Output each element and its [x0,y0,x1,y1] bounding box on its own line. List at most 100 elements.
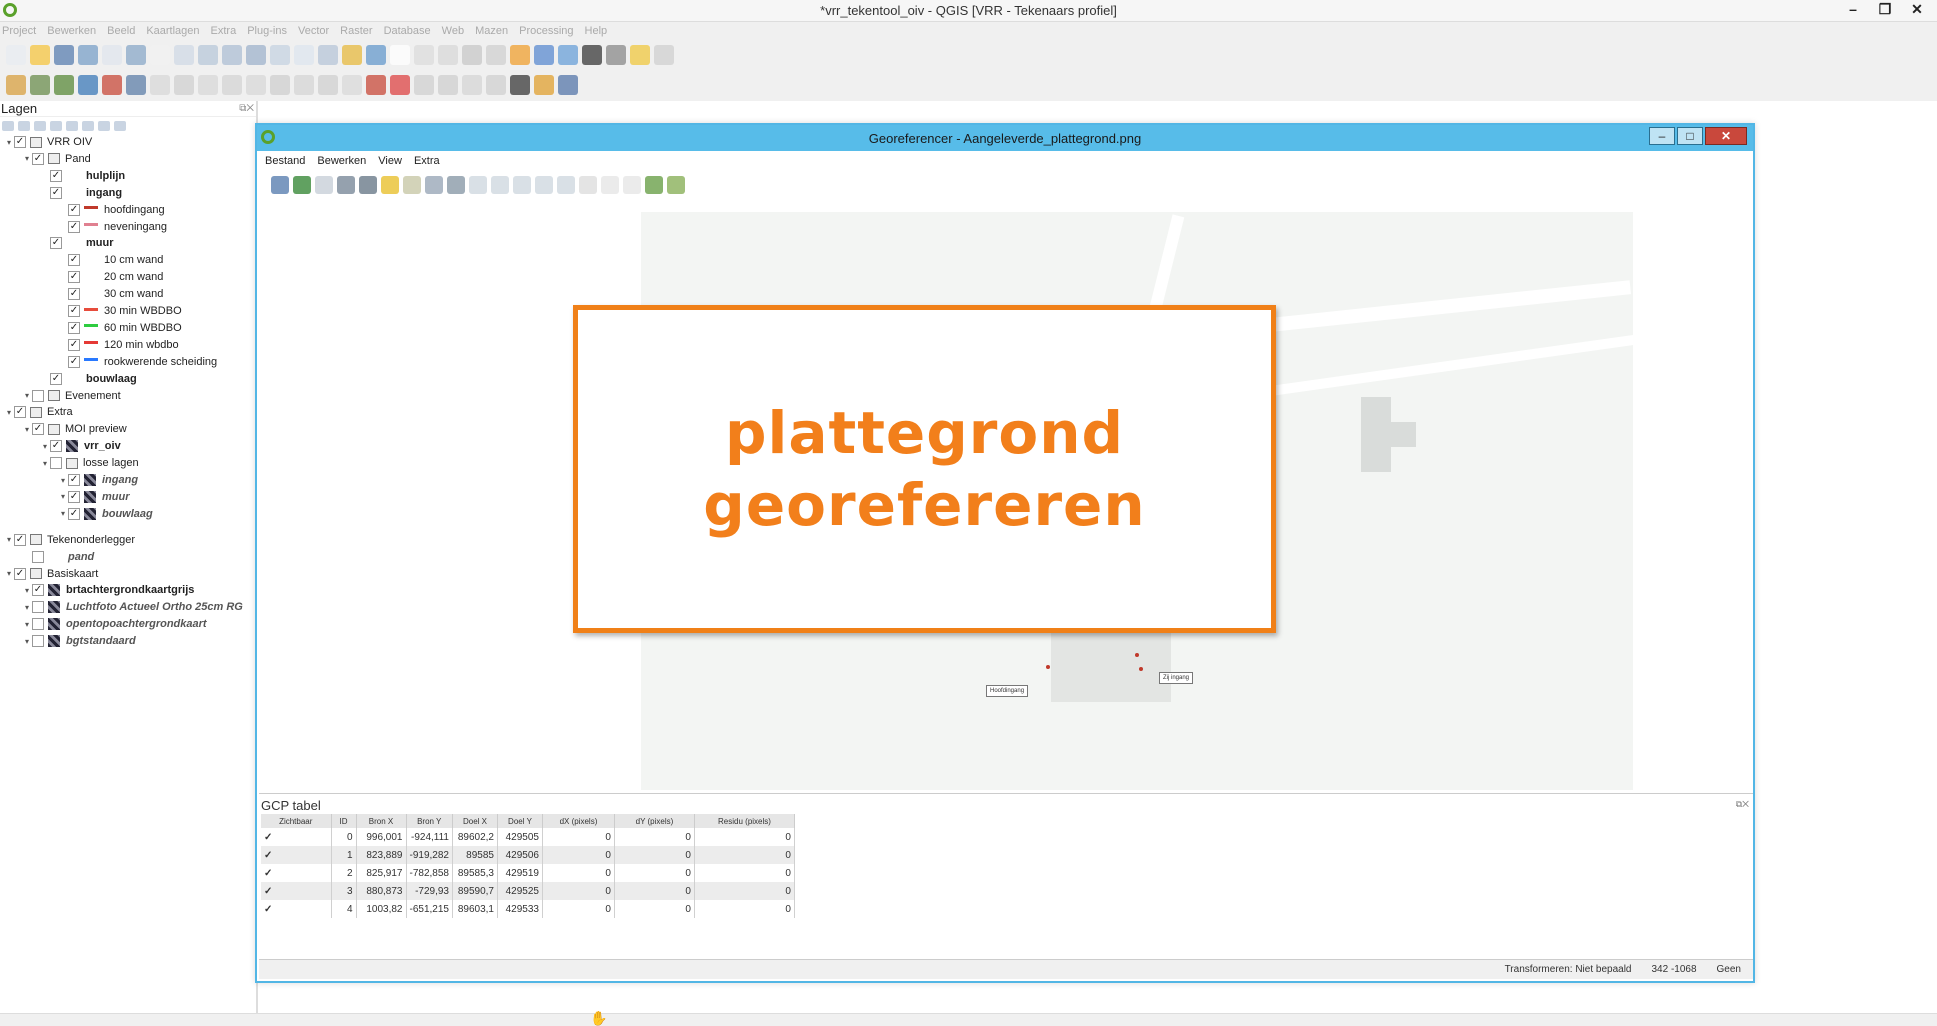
georef-tool-icon[interactable] [601,176,619,194]
layer-tree-item[interactable]: ✓hoofdingang [58,202,165,218]
layer-tree-item[interactable]: ▾bgtstandaard [22,633,136,649]
toolbar-tool-icon[interactable] [270,75,290,95]
menu-item[interactable]: Mazen [475,25,509,37]
layer-visibility-checkbox[interactable]: ✓ [68,507,80,520]
layer-tree-item[interactable]: ✓60 min WBDBO [58,320,182,336]
toolbar-tool-icon[interactable] [6,75,26,95]
georef-tool-icon[interactable] [623,176,641,194]
toolbar-tool-icon[interactable] [510,45,530,65]
layer-tree-item[interactable]: ✓20 cm wand [58,269,163,285]
layer-visibility-checkbox[interactable]: ✓ [14,567,26,580]
gcp-visible-checkbox[interactable]: ✓ [261,864,332,882]
toolbar-tool-icon[interactable] [558,45,578,65]
layer-visibility-checkbox[interactable]: ✓ [68,338,80,351]
layer-visibility-checkbox[interactable] [32,550,44,563]
georef-menu-item[interactable]: Bestand [265,155,306,167]
menu-item[interactable]: Bewerken [47,25,97,37]
toolbar-tool-icon[interactable] [414,45,434,65]
toolbar-tool-icon[interactable] [78,75,98,95]
expand-chevron-icon[interactable]: ▾ [42,458,47,468]
gcp-column-header[interactable]: Bron X [356,814,407,828]
layer-tree-item[interactable]: pand [22,549,94,565]
layer-tree-item[interactable]: ▾✓VRR OIV [4,134,92,150]
toolbar-tool-icon[interactable] [486,75,506,95]
layer-visibility-checkbox[interactable]: ✓ [50,372,62,385]
menu-item[interactable]: Kaartlagen [146,25,200,37]
toolbar-tool-icon[interactable] [126,75,146,95]
layer-visibility-checkbox[interactable]: ✓ [14,136,26,148]
toolbar-tool-icon[interactable] [174,75,194,95]
menu-item[interactable]: Project [2,25,37,37]
expand-chevron-icon[interactable]: ▾ [24,585,29,595]
georef-tool-icon[interactable] [645,176,663,194]
menu-item[interactable]: Beeld [107,25,136,37]
toolbar-tool-icon[interactable] [102,45,122,65]
toolbar-tool-icon[interactable] [6,45,26,65]
toolbar-tool-icon[interactable] [198,45,218,65]
gcp-point[interactable] [1135,653,1139,657]
georef-tool-icon[interactable] [667,176,685,194]
collapse-all-icon[interactable] [98,120,110,131]
manage-theme-icon[interactable] [34,120,46,131]
toolbar-tool-icon[interactable] [438,75,458,95]
toolbar-tool-icon[interactable] [294,75,314,95]
layer-visibility-checkbox[interactable]: ✓ [32,423,44,436]
georef-close-button[interactable]: ✕ [1705,127,1747,145]
georef-tool-icon[interactable] [513,176,531,194]
layer-tree-item[interactable]: ▾Evenement [22,388,121,404]
menu-item[interactable]: Web [441,25,465,37]
toolbar-tool-icon[interactable] [630,45,650,65]
layer-visibility-checkbox[interactable] [32,635,44,648]
toolbar-tool-icon[interactable] [54,45,74,65]
layer-tree-item[interactable]: ▾✓brtachtergrondkaartgrijs [22,582,194,598]
layer-tree-item[interactable]: ▾losse lagen [40,455,139,471]
layer-visibility-checkbox[interactable]: ✓ [14,533,26,546]
georef-maximize-button[interactable]: □ [1677,127,1703,145]
georef-tool-icon[interactable] [381,176,399,194]
georef-minimize-button[interactable]: – [1649,127,1675,145]
expand-all-icon[interactable] [82,120,94,131]
expand-chevron-icon[interactable]: ▾ [24,391,29,400]
gcp-column-header[interactable]: Residu (pixels) [694,814,795,828]
georef-tool-icon[interactable] [359,176,377,194]
gcp-visible-checkbox[interactable]: ✓ [261,900,332,918]
georef-tool-icon[interactable] [425,176,443,194]
gcp-column-header[interactable]: Doel Y [497,814,543,828]
toolbar-tool-icon[interactable] [438,45,458,65]
layer-visibility-checkbox[interactable]: ✓ [50,186,62,199]
layer-tree-item[interactable]: ▾✓Tekenonderlegger [4,532,135,548]
layer-tree-item[interactable]: ✓rookwerende scheiding [58,354,217,370]
layer-tree-item[interactable]: ✓10 cm wand [58,252,163,268]
toolbar-tool-icon[interactable] [222,45,242,65]
toolbar-tool-icon[interactable] [174,45,194,65]
gcp-point[interactable] [1139,667,1143,671]
layer-visibility-checkbox[interactable]: ✓ [50,237,62,250]
toolbar-tool-icon[interactable] [318,45,338,65]
georef-menu-item[interactable]: View [378,155,402,167]
layer-tree-item[interactable]: ▾✓MOI preview [22,421,127,437]
filter-legend-icon[interactable] [66,120,78,131]
layer-tree-item[interactable]: ▾Luchtfoto Actueel Ortho 25cm RG [22,599,243,615]
expand-chevron-icon[interactable]: ▾ [60,475,65,485]
georef-tool-icon[interactable] [403,176,421,194]
georef-tool-icon[interactable] [447,176,465,194]
georef-tool-icon[interactable] [535,176,553,194]
toolbar-tool-icon[interactable] [390,75,410,95]
menu-item[interactable]: Extra [210,25,237,37]
toolbar-tool-icon[interactable] [150,45,170,65]
toolbar-tool-icon[interactable] [534,45,554,65]
toolbar-tool-icon[interactable] [534,75,554,95]
georef-tool-icon[interactable] [293,176,311,194]
menu-item[interactable]: Raster [340,25,373,37]
toolbar-tool-icon[interactable] [654,45,674,65]
layer-tree-item[interactable]: ▾✓Pand [22,151,91,167]
layer-visibility-checkbox[interactable]: ✓ [32,584,44,597]
layer-visibility-checkbox[interactable]: ✓ [68,254,80,267]
toolbar-tool-icon[interactable] [606,45,626,65]
gcp-column-header[interactable]: dX (pixels) [542,814,615,828]
expand-chevron-icon[interactable]: ▾ [24,154,29,164]
toolbar-tool-icon[interactable] [30,45,50,65]
